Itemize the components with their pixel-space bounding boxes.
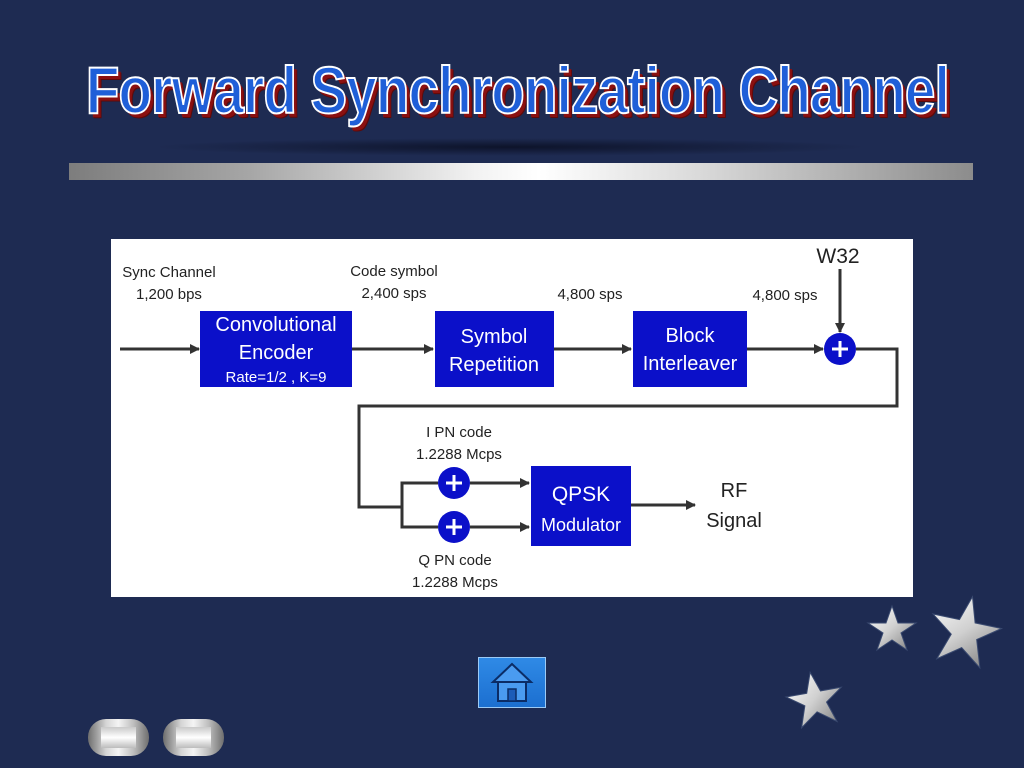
diagram-canvas: Convolutional Encoder Rate=1/2 , K=9 Sym…: [120, 245, 899, 591]
signal-label: Signal: [706, 510, 762, 532]
back-icon: [101, 727, 136, 748]
q-pn-code-label: Q PN code: [418, 552, 491, 569]
split-to-i-path: [400, 481, 438, 507]
block-interleaver-block: [633, 311, 747, 387]
i-pn-rate-label: 1.2288 Mcps: [416, 446, 502, 463]
star-small-icon: [866, 604, 918, 652]
back-button[interactable]: [88, 719, 149, 756]
title-shadow: [150, 138, 870, 156]
forward-icon: [176, 727, 211, 748]
q-pn-adder: [438, 511, 470, 543]
feedback-path: [357, 347, 899, 509]
i-pn-code-label: I PN code: [426, 424, 492, 441]
encoder-label-1: Convolutional: [215, 314, 336, 336]
symbol-repetition-block: [435, 311, 554, 387]
star-large-icon: [931, 595, 1004, 670]
convolutional-encoder-block: [200, 311, 352, 387]
title-underline-bar: [69, 163, 973, 180]
decorative-stars: [784, 595, 1004, 730]
i-pn-adder: [438, 467, 470, 499]
interleaver-rate-label: 4,800 sps: [752, 287, 817, 304]
interleaver-label-1: Block: [666, 325, 716, 347]
sync-channel-block-diagram: Convolutional Encoder Rate=1/2 , K=9 Sym…: [111, 239, 913, 597]
split-to-q-path: [400, 507, 438, 529]
repetition-label-1: Symbol: [461, 326, 528, 348]
repetition-rate-label: 4,800 sps: [557, 286, 622, 303]
walsh-code-label: W32: [816, 245, 859, 268]
home-button[interactable]: [478, 657, 546, 708]
walsh-adder: [824, 333, 856, 365]
rf-label: RF: [721, 480, 748, 502]
star-medium-icon: [784, 670, 843, 730]
code-symbol-label: Code symbol: [350, 263, 438, 280]
forward-button[interactable]: [163, 719, 224, 756]
q-pn-rate-label: 1.2288 Mcps: [412, 574, 498, 591]
interleaver-label-2: Interleaver: [643, 353, 738, 375]
encoder-label-2: Encoder: [239, 342, 314, 364]
encoder-label-3: Rate=1/2 , K=9: [226, 369, 327, 386]
slide-title: Forward Synchronization Channel: [85, 52, 950, 128]
qpsk-label-2: Modulator: [541, 515, 621, 535]
sync-channel-label: Sync Channel: [122, 264, 215, 281]
qpsk-modulator-block: [531, 466, 631, 546]
sync-rate-label: 1,200 bps: [136, 286, 202, 303]
code-rate-label: 2,400 sps: [361, 285, 426, 302]
home-icon: [490, 662, 534, 702]
repetition-label-2: Repetition: [449, 354, 539, 376]
qpsk-label-1: QPSK: [552, 483, 610, 506]
